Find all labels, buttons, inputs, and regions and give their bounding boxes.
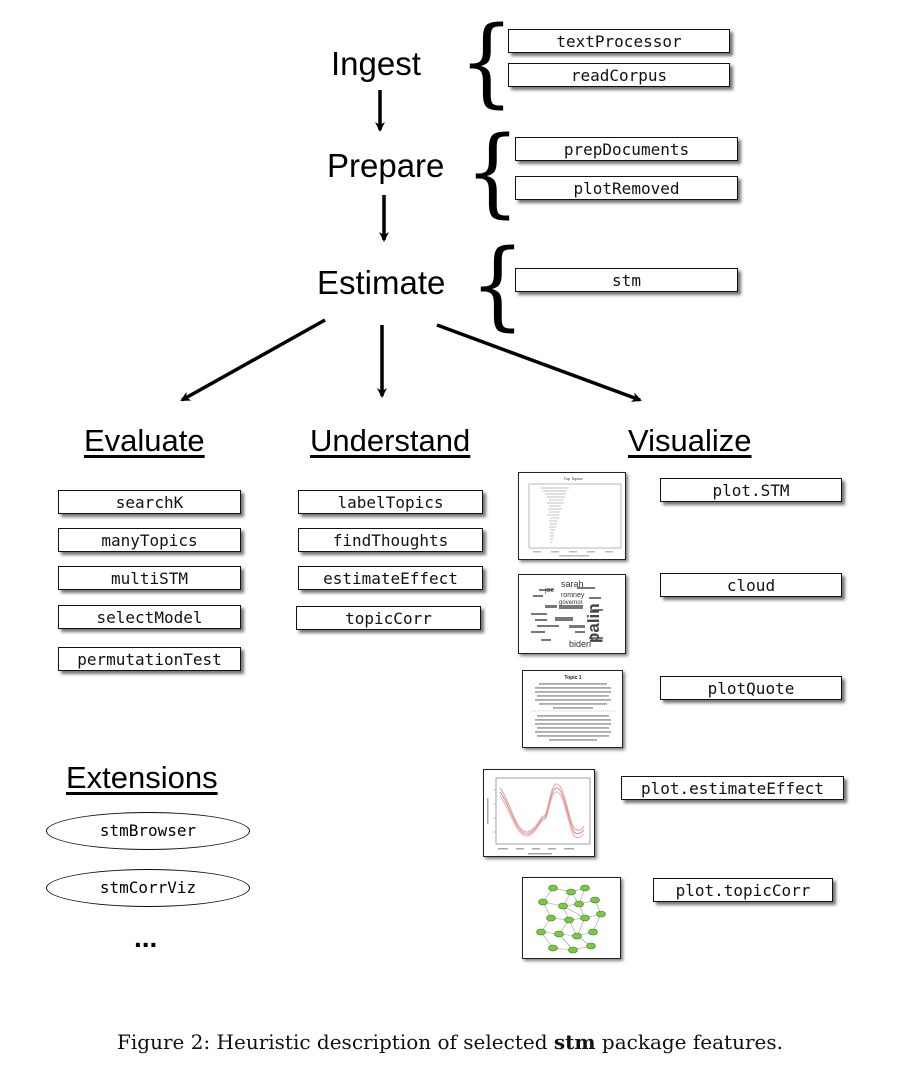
topic-corr-node (566, 888, 576, 896)
thumbnail-cloud: sarah joe romney governor palin biden (518, 574, 626, 654)
thumbnail-plot-topiccorr (522, 877, 621, 959)
brace-ingest: { (459, 6, 515, 118)
topic-corr-node (536, 928, 546, 936)
function-box-findthoughts: findThoughts (298, 528, 483, 552)
thumbnail-plotquote: Topic 1 (522, 670, 623, 748)
function-box-cloud: cloud (660, 573, 842, 597)
function-box-plotremoved: plotRemoved (515, 176, 738, 200)
topic-corr-node (546, 914, 556, 922)
function-box-plot-topiccorr: plot.topicCorr (653, 878, 833, 902)
extension-stmbrowser: stmBrowser (46, 812, 250, 850)
function-box-readcorpus: readCorpus (508, 63, 730, 87)
topic-corr-node (580, 914, 590, 922)
function-box-plotquote: plotQuote (660, 676, 842, 700)
stage-prepare: Prepare (327, 147, 445, 184)
topic-corr-node (588, 928, 598, 936)
topic-corr-node (538, 898, 548, 906)
function-box-multistm: multiSTM (58, 566, 241, 590)
function-box-prepdocuments: prepDocuments (515, 137, 738, 161)
extension-stmcorrviz: stmCorrViz (46, 869, 250, 907)
cloud-word-palin: palin (584, 603, 603, 643)
heading-evaluate: Evaluate (84, 423, 205, 458)
function-box-selectmodel: selectModel (58, 605, 241, 629)
topic-corr-node (568, 946, 578, 954)
stage-ingest: Ingest (331, 45, 421, 82)
extensions-more-ellipsis: ... (134, 922, 158, 953)
topic-corr-node (590, 896, 600, 904)
heading-visualize: Visualize (628, 423, 752, 458)
function-box-permutationtest: permutationTest (58, 647, 241, 671)
stage-estimate: Estimate (317, 264, 446, 301)
function-box-topiccorr: topicCorr (296, 606, 481, 630)
topic-corr-node (574, 900, 584, 908)
cloud-word-sarah: sarah (561, 579, 584, 589)
topic-corr-node (548, 884, 558, 892)
thumbnail-plot-stm: Top Topics (518, 472, 626, 560)
topic-corr-node (554, 930, 564, 938)
function-box-textprocessor: textProcessor (508, 29, 730, 53)
function-box-plot-stm: plot.STM (660, 478, 842, 502)
topic-corr-node (586, 942, 596, 950)
caption-prefix: Figure 2: Heuristic description of selec… (117, 1030, 554, 1054)
cloud-word-biden: biden (569, 639, 591, 649)
caption-package: stm (553, 1030, 596, 1054)
topic-corr-node (558, 902, 568, 910)
cloud-word-governor: governor (559, 600, 583, 606)
caption-suffix: package features. (595, 1030, 783, 1054)
thumbnail-quote-title: Topic 1 (564, 675, 581, 681)
topic-corr-node (580, 884, 590, 892)
thumbnail-plot-estimateeffect (483, 769, 595, 857)
brace-prepare: { (465, 116, 521, 228)
function-box-plot-estimateeffect: plot.estimateEffect (621, 776, 844, 800)
function-box-stm: stm (515, 268, 738, 292)
heading-understand: Understand (310, 423, 471, 458)
topic-corr-node (564, 916, 574, 924)
figure-caption: Figure 2: Heuristic description of selec… (0, 1030, 900, 1054)
topic-corr-node (596, 910, 606, 918)
topic-corr-node (548, 944, 558, 952)
arrow-estimate-to-evaluate (180, 318, 326, 402)
function-box-searchk: searchK (58, 490, 241, 514)
heading-extensions: Extensions (66, 760, 218, 795)
function-box-estimateeffect: estimateEffect (298, 566, 483, 590)
function-box-manytopics: manyTopics (58, 528, 241, 552)
cloud-word-joe: joe (544, 587, 554, 594)
function-box-labeltopics: labelTopics (298, 490, 483, 514)
arrow-estimate-to-visualize (436, 323, 642, 402)
topic-corr-node (572, 932, 582, 940)
cloud-word-romney: romney (561, 592, 585, 599)
thumbnail-plot-stm-title: Top Topics (564, 476, 583, 481)
